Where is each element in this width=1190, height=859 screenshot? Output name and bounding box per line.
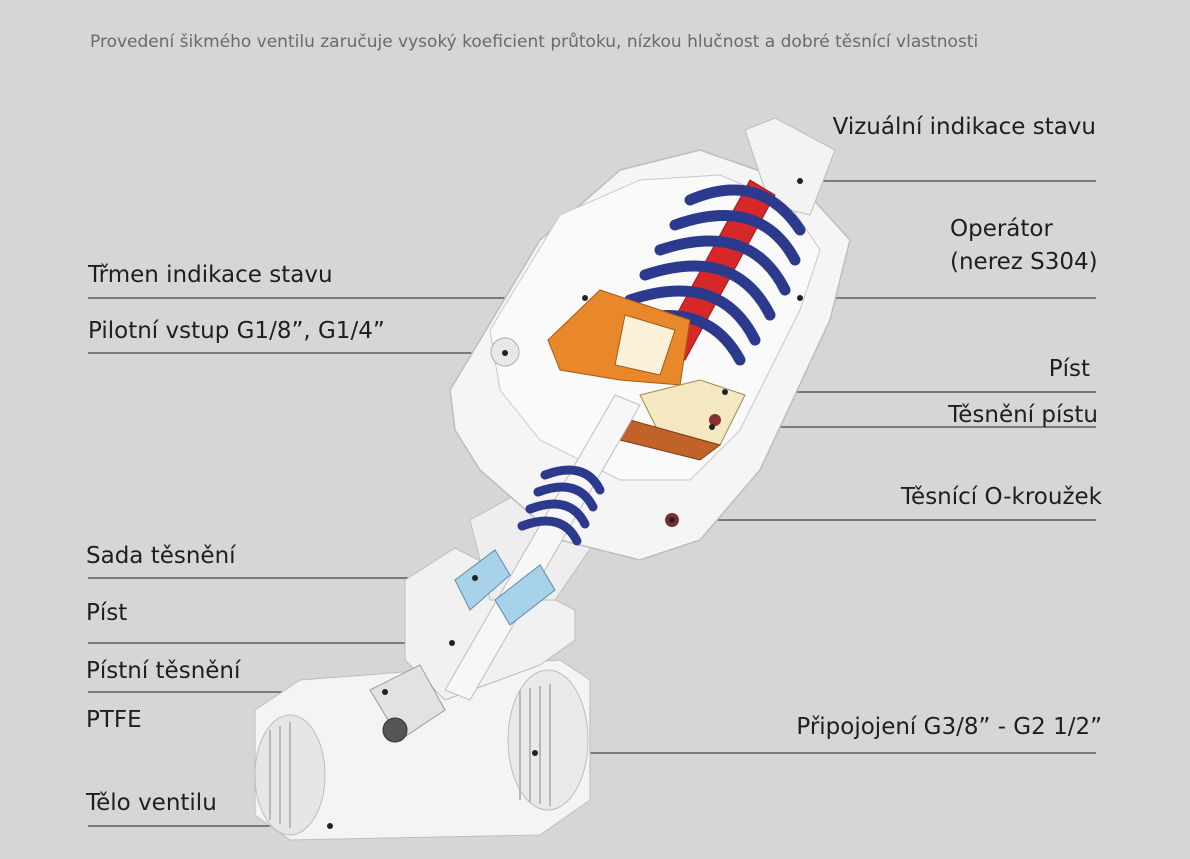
valve-body [254,659,591,841]
label-valve-body: Tělo ventilu [86,790,217,816]
piston-upper [547,289,691,386]
lower-spring [517,465,605,546]
packing-set [454,549,556,626]
label-piston-left: Píst [86,600,128,626]
leader-dots [327,178,803,829]
label-connection: Připojojení G3/8” - G2 1/2” [796,714,1102,740]
label-packing-set: Sada těsnění [86,543,236,569]
label-ptfe: PTFE [86,707,142,733]
label-pilot-inlet: Pilotní vstup G1/8”, G1/4” [88,318,385,344]
label-operator-material: (nerez S304) [950,249,1098,275]
label-piston-seal: Těsnění pístu [948,402,1098,428]
label-piston-right: Píst [1048,356,1090,382]
label-o-ring: Těsnící O-kroužek [900,484,1102,510]
lower-stem [444,394,641,701]
label-operator: Operátor [950,216,1053,242]
label-visual-indicator: Vizuální indikace stavu [832,114,1096,140]
valve-disc [369,664,446,743]
label-indicator-yoke: Třmen indikace stavu [88,262,333,288]
label-piston-packing: Pístní těsnění [86,658,241,684]
page-subtitle: Provedení šikmého ventilu zaručuje vysok… [90,32,979,52]
